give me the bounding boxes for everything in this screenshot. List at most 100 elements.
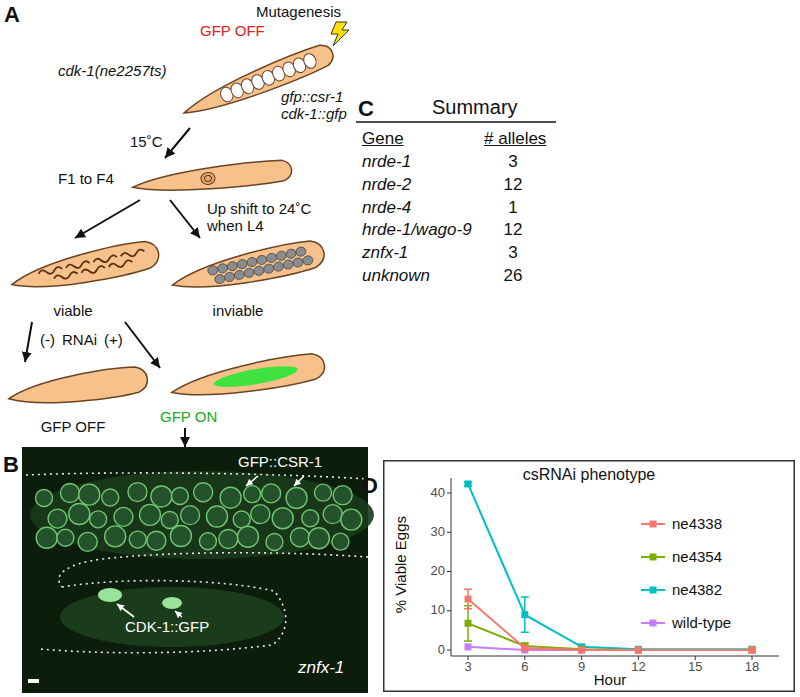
worm-drawing	[131, 158, 292, 197]
worm-drawing	[169, 237, 327, 299]
worm-drawing	[7, 364, 150, 412]
axis-title: Hour	[594, 671, 627, 688]
nucleus	[302, 510, 319, 527]
flow-arrow	[165, 128, 190, 158]
nucleus	[36, 490, 53, 507]
nucleus	[323, 505, 342, 524]
nucleus	[314, 484, 331, 501]
data-point	[749, 646, 756, 653]
micrograph: GFP::CSR-1CDK-1::GFPznfx-1	[22, 447, 368, 693]
data-point	[521, 645, 528, 652]
tick-label: 18	[745, 660, 759, 675]
nucleus	[341, 509, 362, 530]
legend-text: wild-type	[672, 614, 731, 631]
nucleus	[238, 526, 259, 547]
nucleus	[206, 506, 227, 527]
dead-egg	[243, 267, 255, 278]
tick-label: 15	[688, 660, 702, 675]
data-series	[464, 606, 756, 654]
nucleus	[170, 526, 191, 547]
larva	[81, 265, 106, 275]
legend-entry: ne4382	[640, 581, 722, 599]
legend-point	[650, 521, 657, 528]
treatment-label: RNAi	[62, 331, 97, 348]
nucleus	[151, 486, 172, 507]
nucleus	[48, 509, 67, 528]
series-line	[468, 599, 752, 650]
nucleus	[129, 531, 146, 548]
nucleus	[90, 511, 107, 528]
cdk-spot	[98, 588, 122, 602]
data-point	[465, 480, 472, 487]
nucleus	[79, 484, 100, 505]
nucleus	[147, 531, 166, 550]
table-cell: hrde-1/wago-9	[362, 220, 472, 240]
data-point	[635, 647, 642, 654]
nucleus	[114, 507, 133, 526]
data-point	[465, 643, 472, 650]
tick-label: 6	[521, 660, 528, 675]
table-cell: 1	[508, 198, 517, 218]
tick-label: 30	[431, 525, 445, 540]
dead-egg	[302, 255, 314, 266]
legend-point	[650, 554, 657, 561]
dead-egg	[263, 263, 275, 274]
data-point	[749, 647, 756, 654]
tick-label: 3	[464, 660, 471, 675]
error-bar	[464, 606, 472, 641]
error-bar	[521, 597, 529, 632]
nucleus	[286, 487, 307, 508]
gonad-outline	[40, 581, 286, 653]
edge-label: 15˚C	[128, 133, 165, 150]
outcome-label: viable	[53, 302, 92, 319]
legend-text: ne4382	[672, 581, 722, 598]
table-cell: 26	[504, 266, 523, 286]
worm-figure: inviable	[168, 238, 328, 322]
nucleus	[57, 529, 74, 546]
tick-mark	[447, 532, 451, 533]
data-point	[578, 647, 585, 654]
legend-sample	[640, 518, 666, 530]
marker-label: CDK-1::GFP	[125, 618, 209, 635]
panel-letter: B	[3, 452, 19, 477]
flow-arrow	[170, 200, 200, 238]
flow-arrow	[184, 428, 186, 447]
series-line	[468, 484, 752, 649]
data-series	[464, 480, 756, 652]
legend-entry: ne4338	[640, 515, 722, 533]
leader-arrow	[175, 611, 182, 617]
table-cell: nrde-1	[362, 152, 411, 172]
flow-arrow	[75, 200, 140, 238]
worm-figure: F1 to F4	[55, 158, 300, 200]
dead-egg	[217, 263, 229, 274]
axis-title: % Viable Eggs	[392, 516, 409, 613]
nucleus	[266, 533, 283, 550]
transgene-label: gfp::csr-1	[281, 88, 343, 105]
error-bar	[464, 589, 472, 609]
worm-body	[9, 238, 162, 299]
leader-arrow	[294, 476, 304, 486]
legend-sample	[640, 617, 666, 629]
larva	[54, 271, 79, 281]
table-cell: 12	[504, 175, 523, 195]
dead-egg	[253, 265, 265, 276]
worm-figure: GFP OFF	[5, 362, 155, 444]
tick-label: 10	[431, 603, 445, 618]
dead-egg	[285, 248, 297, 259]
table-rule	[356, 121, 556, 123]
marker-label: GFP::CSR-1	[238, 453, 322, 470]
nucleus	[233, 511, 250, 528]
larva	[120, 249, 145, 259]
tick-label: 40	[431, 486, 445, 501]
nucleus	[220, 487, 241, 508]
glow	[30, 471, 374, 559]
nucleus	[219, 530, 238, 549]
dead-egg	[214, 274, 226, 285]
nucleus	[161, 511, 178, 528]
dead-egg	[282, 259, 294, 270]
worm-body	[169, 237, 327, 299]
nucleus	[251, 505, 270, 524]
data-point	[635, 646, 642, 653]
nucleus	[308, 528, 329, 549]
